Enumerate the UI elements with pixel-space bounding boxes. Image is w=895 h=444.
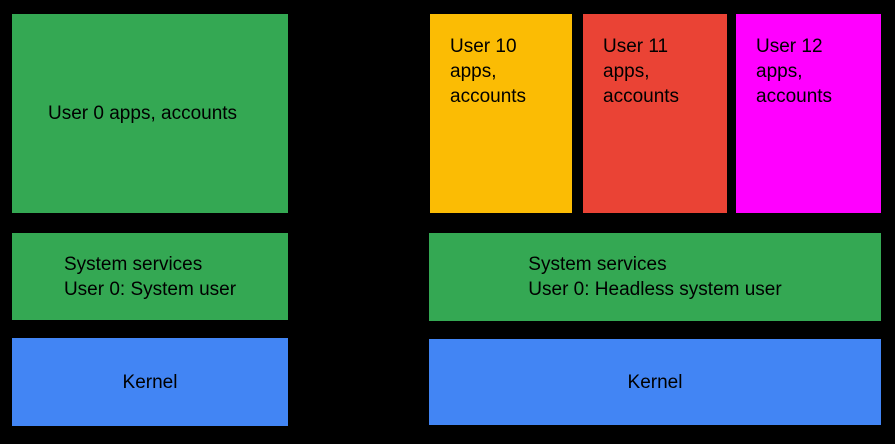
user-12-line1: User 12 <box>756 36 823 57</box>
kernel-box-right: Kernel <box>429 339 881 425</box>
kernel-left-label: Kernel <box>122 371 178 393</box>
system-services-box-right: System services User 0: Headless system … <box>429 233 881 321</box>
system-services-right-line2: User 0: Headless system user <box>528 279 782 300</box>
kernel-right-label: Kernel <box>627 371 683 393</box>
user-12-apps-box: User 12 apps, accounts <box>736 14 881 213</box>
user-10-line2: apps, <box>450 61 497 82</box>
user-11-apps-box: User 11 apps, accounts <box>583 14 727 213</box>
user-12-line3: accounts <box>756 86 833 107</box>
user-10-line3: accounts <box>450 86 527 107</box>
user-10-line1: User 10 <box>450 36 517 57</box>
user-0-apps-label: User 0 apps, accounts <box>48 103 238 124</box>
user-10-apps-box: User 10 apps, accounts <box>430 14 572 213</box>
system-services-left-line1: System services <box>63 253 203 275</box>
user-0-apps-box: User 0 apps, accounts <box>12 14 288 213</box>
user-11-line1: User 11 <box>603 36 669 57</box>
system-services-box-left: System services User 0: System user <box>12 233 288 320</box>
system-services-right-text: System services User 0: Headless system … <box>528 252 781 302</box>
kernel-box-left: Kernel <box>12 338 288 426</box>
user-11-line2: apps, <box>603 61 650 82</box>
system-services-right-line1: System services <box>528 254 667 275</box>
system-services-left-text: System services User 0: System user <box>64 252 236 302</box>
user-11-line3: accounts <box>603 86 680 107</box>
system-services-left-line2: User 0: System user <box>63 278 237 300</box>
user-12-line2: apps, <box>756 61 803 82</box>
